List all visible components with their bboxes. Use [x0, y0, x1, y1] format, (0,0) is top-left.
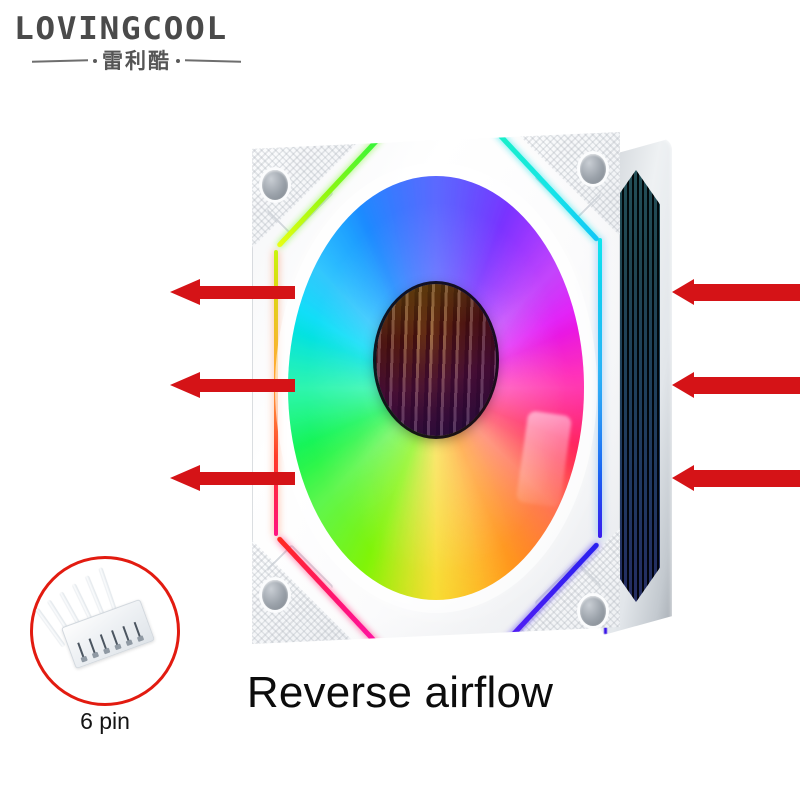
arrow-shaft	[692, 284, 800, 301]
airflow-arrow-right-3	[672, 465, 800, 491]
connector-pin	[122, 625, 131, 644]
airflow-caption: Reverse airflow	[246, 668, 554, 717]
connector-pin	[133, 621, 142, 640]
arrow-head-icon	[672, 279, 694, 305]
arrow-shaft	[692, 470, 800, 487]
brand-chinese-name: 雷利酷	[102, 49, 171, 73]
tagline-dot-left-icon	[93, 59, 97, 63]
brand-logo: LOVINGCOOL 雷利酷	[14, 12, 274, 74]
mount-hole-top-left	[262, 170, 288, 200]
airflow-arrow-left-1	[170, 279, 295, 305]
tagline-dash-right-icon	[185, 59, 241, 63]
mount-hole-top-right	[580, 154, 606, 184]
connector-label: 6 pin	[80, 708, 130, 734]
connector-pin	[111, 630, 120, 648]
arrow-head-icon	[672, 465, 694, 491]
rgb-case-fan	[252, 132, 672, 644]
airflow-arrow-left-3	[170, 465, 295, 491]
brand-tagline: 雷利酷	[14, 50, 274, 72]
airflow-arrow-right-2	[672, 372, 800, 398]
tagline-dash-left-icon	[32, 59, 88, 63]
arrow-head-icon	[170, 465, 200, 491]
rgb-edge-strip-left	[274, 250, 278, 536]
vent-fins	[612, 170, 660, 602]
fan-hub-rings	[376, 284, 496, 436]
tagline-dot-right-icon	[176, 59, 180, 63]
fan-frame	[252, 132, 620, 644]
mount-hole-bottom-left	[262, 580, 288, 610]
arrow-head-icon	[170, 372, 200, 398]
connector-pin	[99, 634, 108, 652]
connector-pin	[77, 642, 86, 660]
arrow-head-icon	[170, 279, 200, 305]
connector-pin	[88, 638, 97, 656]
arrow-shaft	[197, 472, 295, 485]
side-panel-vent	[612, 170, 660, 602]
airflow-arrow-right-1	[672, 279, 800, 305]
rgb-edge-strip-right	[598, 238, 602, 538]
brand-wordmark: LOVINGCOOL	[14, 11, 228, 47]
arrow-shaft	[197, 379, 295, 392]
connector-callout: 6 pin	[30, 556, 180, 734]
fan-hub	[376, 284, 496, 436]
airflow-arrow-left-2	[170, 372, 295, 398]
arrow-head-icon	[672, 372, 694, 398]
fan-hub-color-tint	[376, 284, 496, 436]
mount-hole-bottom-right	[580, 596, 606, 626]
arrow-shaft	[692, 377, 800, 394]
arrow-shaft	[197, 286, 295, 299]
